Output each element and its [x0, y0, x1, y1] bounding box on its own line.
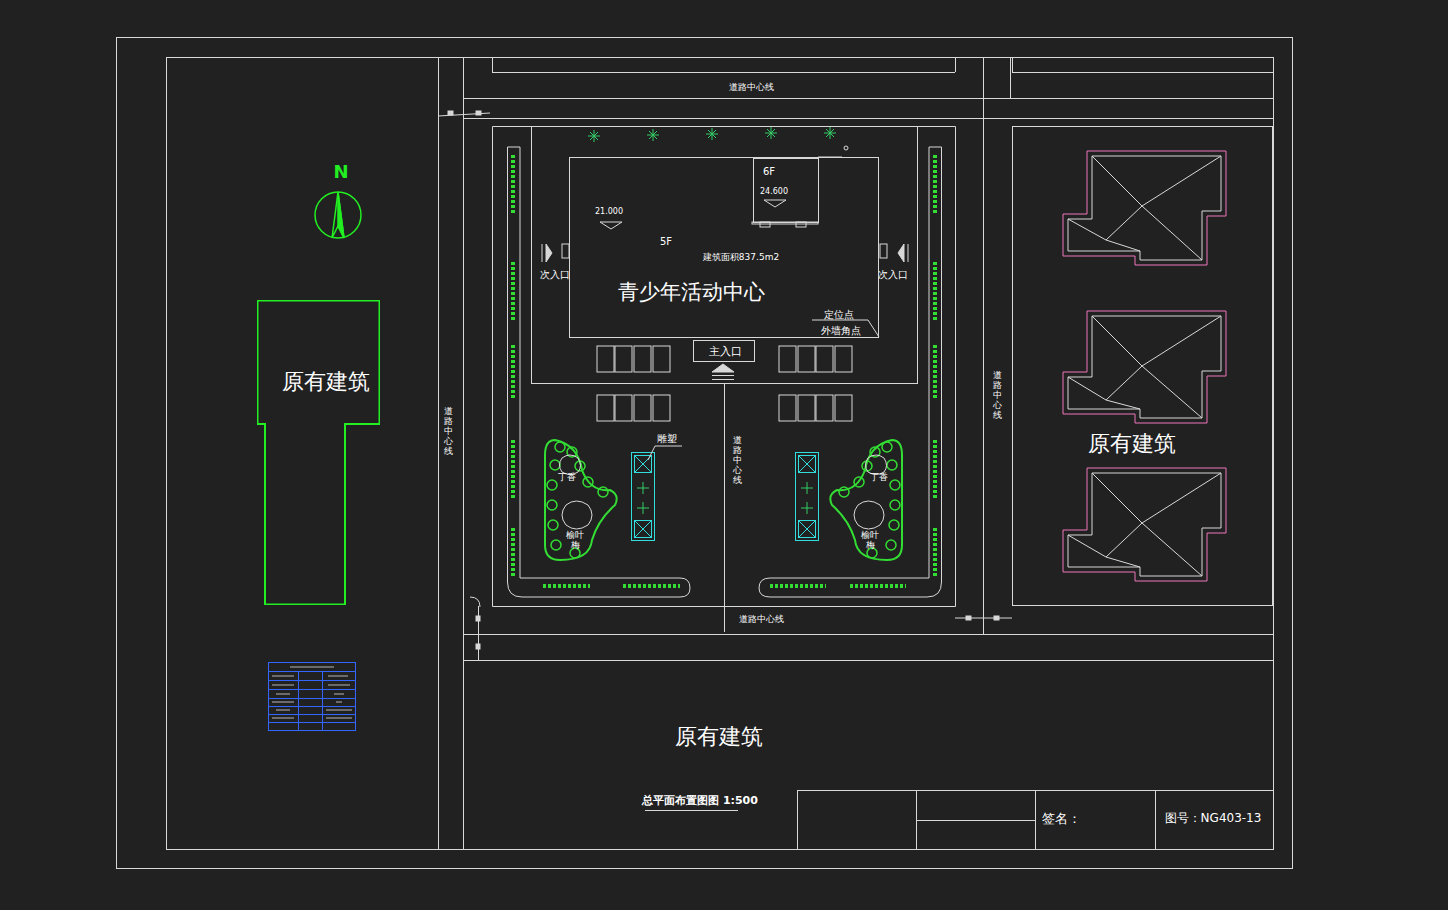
tower-outline: 6F 24.600: [753, 158, 819, 223]
plant-label: 丁香: [558, 473, 576, 483]
road-centerline: 道路中心线: [729, 83, 774, 93]
entrance-label: 次入口: [540, 269, 570, 280]
roads: [438, 57, 1273, 849]
node-text: 原有建筑: [675, 725, 763, 749]
existing-block: 原有建筑: [492, 660, 1273, 849]
node-text: 主入口: [709, 346, 742, 358]
road-centerline: 道路中心线: [993, 371, 1002, 420]
existing-block: 原有建筑: [1012, 126, 1273, 606]
node-text: 21.000: [595, 208, 623, 217]
site-boundary: [470, 127, 956, 608]
frames: [117, 38, 1293, 869]
plant-label: 丁香: [870, 473, 888, 483]
node-text: 24.600: [760, 188, 788, 197]
road-centerline: 道路中心线: [739, 615, 784, 625]
north-arrow: [315, 192, 361, 238]
top-trees: [588, 127, 836, 142]
road-centerline: 道路中心线: [733, 436, 742, 485]
road-centerline: 道路中心线: [444, 407, 453, 456]
existing-building: 原有建筑: [257, 300, 380, 605]
node-text: 5F: [660, 236, 672, 247]
plant-label: 榆叶梅: [565, 531, 585, 551]
node-text: 青少年活动中心: [618, 281, 765, 304]
building-outline: [257, 300, 380, 605]
sculpture: [632, 446, 819, 541]
entrance-box: 主入口: [693, 340, 755, 362]
north-label: N: [333, 162, 348, 182]
gardens: [545, 440, 902, 560]
drawing-number: 图号：NG403-13: [1165, 812, 1262, 825]
sculpture-label: 雕塑: [657, 433, 677, 444]
node-text: 建筑面积837.5m2: [703, 253, 779, 263]
building-details: [542, 146, 908, 380]
building-outline: 21.000 5F 建筑面积837.5m2 青少年活动中心定位点外墙角点 6F 24.60…: [569, 157, 879, 338]
existing-houses: [1063, 151, 1226, 581]
node-text: 外墙角点: [821, 325, 861, 336]
node-text: 原有建筑: [282, 370, 370, 394]
node-text: 原有建筑: [1088, 432, 1176, 456]
entrance-label: 次入口: [878, 269, 908, 280]
index-table: [268, 663, 356, 731]
node-text: 6F: [763, 166, 775, 177]
title-field: 签名：: [1042, 812, 1081, 826]
node-text: 定位点: [824, 309, 854, 320]
hedges: [513, 155, 935, 586]
parking: [597, 346, 852, 421]
drawing-title: 总平面布置图图 1:500: [642, 795, 758, 807]
plant-label: 榆叶梅: [860, 531, 880, 551]
